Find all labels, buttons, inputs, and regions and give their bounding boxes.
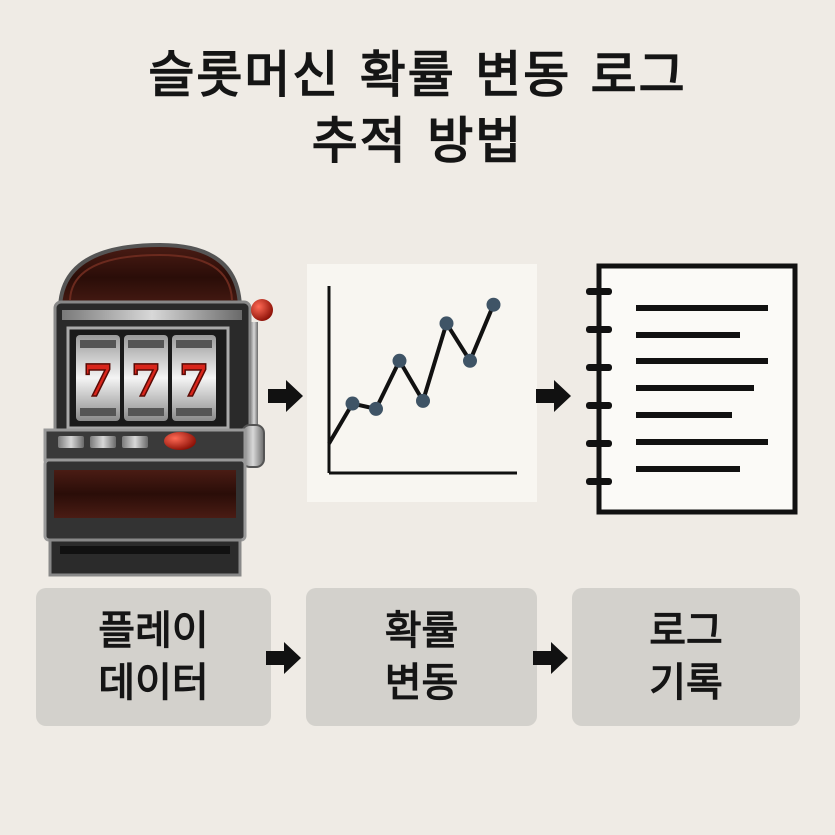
title-line-1: 슬롯머신 확률 변동 로그 xyxy=(148,46,687,104)
step-label-line-1: 로그 xyxy=(649,608,723,654)
step-label-line-2: 데이터 xyxy=(98,660,209,706)
line-chart-icon xyxy=(327,286,517,475)
step-box-play-data: 플레이 데이터 xyxy=(36,588,271,726)
data-point xyxy=(392,353,407,368)
notepad-icon xyxy=(586,263,798,515)
step-box-probability-change: 확률 변동 xyxy=(306,588,537,726)
arrow-right-icon xyxy=(266,642,301,674)
data-point xyxy=(345,396,360,411)
data-point xyxy=(486,297,501,312)
line-chart-card xyxy=(307,264,537,502)
data-point xyxy=(369,401,383,416)
slot-machine-icon: 7 7 7 xyxy=(43,242,273,577)
arrow-right-icon xyxy=(536,380,571,412)
step-label-line-1: 확률 xyxy=(384,608,459,654)
step-label-line-1: 플레이 xyxy=(98,608,209,654)
arrow-right-icon xyxy=(533,642,568,674)
step-label-line-2: 변동 xyxy=(384,660,459,706)
series-line xyxy=(327,303,496,445)
reel-symbol-2: 7 xyxy=(131,356,162,407)
step-label-line-2: 기록 xyxy=(649,660,723,706)
step-box-log-record: 로그 기록 xyxy=(572,588,800,726)
reel-symbol-1: 7 xyxy=(83,356,114,407)
page-title: 슬롯머신 확률 변동 로그 추적 방법 xyxy=(0,42,835,174)
data-point xyxy=(439,316,454,331)
arrow-right-icon xyxy=(268,380,303,412)
data-point xyxy=(416,393,430,408)
reel-symbol-3: 7 xyxy=(179,356,210,407)
data-point xyxy=(463,353,477,368)
title-line-2: 추적 방법 xyxy=(311,112,524,170)
